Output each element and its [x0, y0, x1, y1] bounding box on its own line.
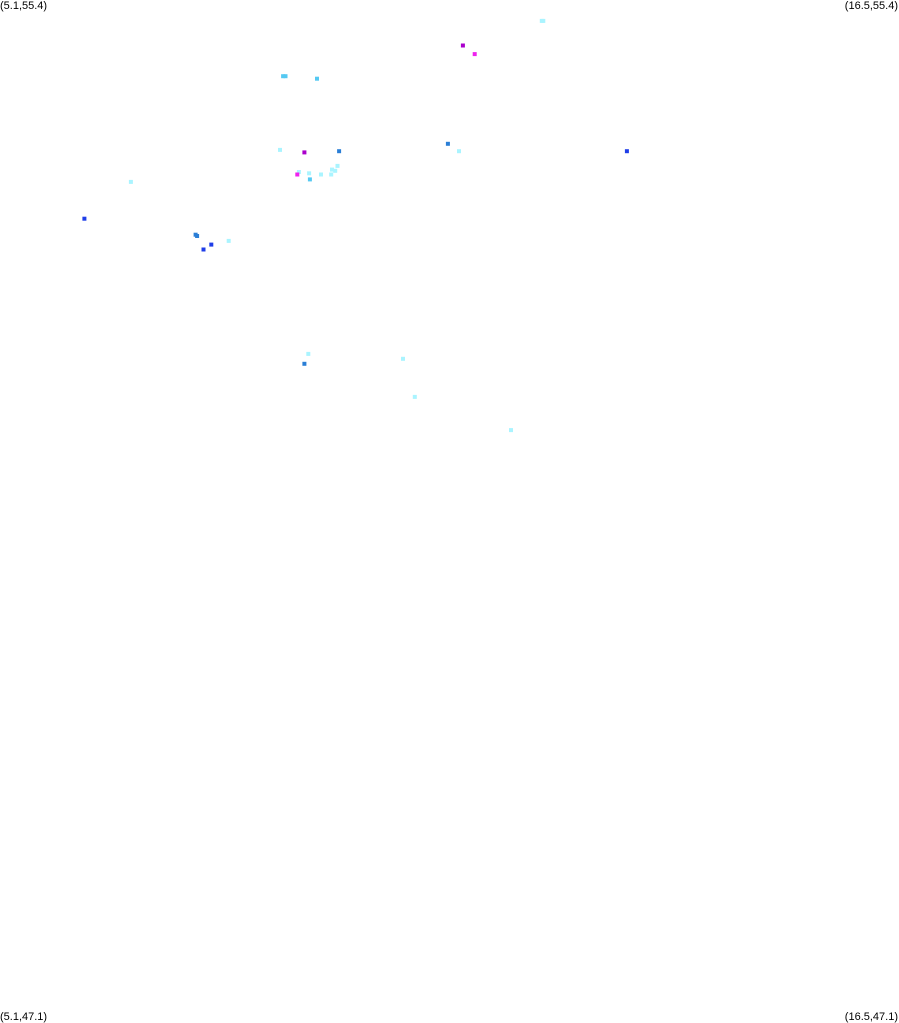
- corner-label-top-left: (5.1,55.4): [0, 0, 48, 12]
- corner-label-bottom-left: (5.1,47.1): [0, 1011, 48, 1023]
- map-point-26: [226, 238, 231, 243]
- map-point-33: [509, 428, 513, 433]
- map-point-13: [335, 163, 340, 168]
- map-point-23: [82, 216, 87, 221]
- map-point-21: [307, 177, 312, 182]
- map-point-25: [195, 234, 200, 238]
- map-point-27: [209, 242, 214, 247]
- map-point-8: [278, 147, 282, 152]
- map-point-17: [307, 171, 312, 176]
- map-point-18: [295, 172, 300, 177]
- map-point-4: [281, 74, 286, 79]
- map-point-28: [201, 247, 206, 252]
- map-point-15: [333, 168, 338, 173]
- map-point-10: [457, 149, 461, 154]
- map-point-22: [128, 179, 133, 184]
- map-point-16: [296, 170, 301, 174]
- map-point-20: [329, 172, 334, 177]
- map-point-5: [283, 74, 288, 79]
- map-point-32: [412, 394, 417, 399]
- map-point-3: [472, 52, 477, 57]
- map-point-6: [315, 76, 319, 81]
- corner-label-bottom-right: (16.5,47.1): [844, 1011, 898, 1023]
- map-point-30: [401, 356, 405, 361]
- map-point-29: [306, 351, 311, 356]
- map-point-14: [330, 167, 334, 172]
- map-point-12: [302, 150, 307, 155]
- map-point-11: [624, 149, 629, 154]
- map-point-9: [337, 149, 342, 154]
- map-point-19: [319, 172, 323, 177]
- map-point-31: [302, 361, 307, 366]
- corner-label-top-right: (16.5,55.4): [844, 0, 898, 12]
- map-point-2: [460, 43, 465, 48]
- map-point-1: [541, 18, 546, 23]
- map-point-7: [445, 141, 450, 146]
